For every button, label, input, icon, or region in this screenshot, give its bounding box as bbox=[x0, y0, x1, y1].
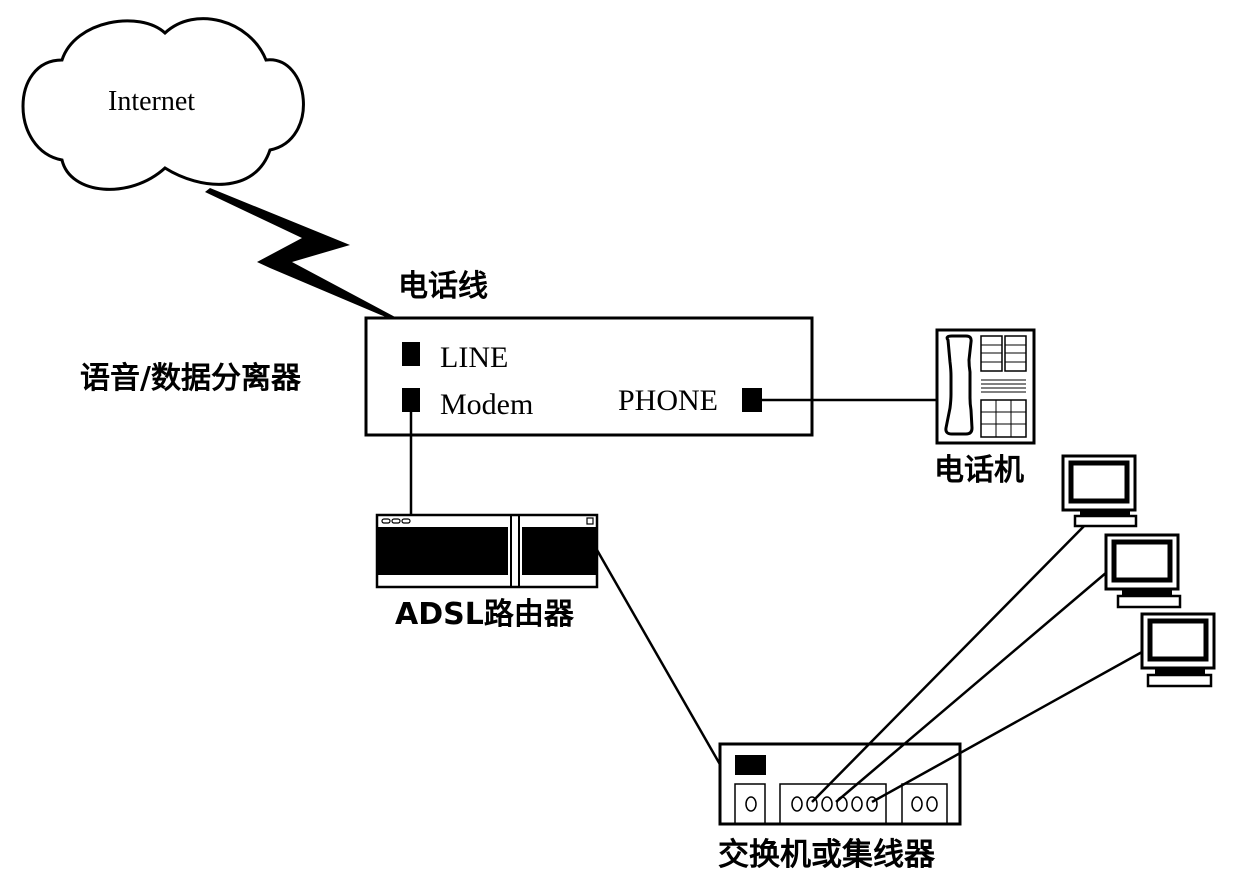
lan-cable-2 bbox=[835, 571, 1108, 803]
phone-port-icon bbox=[742, 388, 762, 412]
line-port-icon bbox=[402, 342, 420, 366]
lan-cable-1 bbox=[811, 517, 1093, 803]
internet-cloud-icon bbox=[21, 17, 305, 191]
modem-port-label: Modem bbox=[440, 388, 534, 421]
computer-icon bbox=[1104, 533, 1182, 609]
modem-port-icon bbox=[402, 388, 420, 412]
lightning-link-icon bbox=[205, 188, 397, 318]
router-icon bbox=[375, 513, 599, 589]
internet-label: Internet bbox=[108, 86, 196, 117]
phone-line-label: 电话线 bbox=[398, 269, 488, 304]
splitter-box bbox=[364, 316, 814, 437]
splitter-label: 语音/数据分离器 bbox=[80, 361, 301, 396]
router-label: ADSL路由器 bbox=[395, 597, 574, 632]
telephone-icon bbox=[935, 328, 1036, 445]
switch-icon bbox=[718, 742, 962, 826]
computer-icon bbox=[1140, 612, 1216, 688]
telephone-label: 电话机 bbox=[934, 453, 1024, 488]
switch-label: 交换机或集线器 bbox=[718, 837, 935, 873]
line-port-label: LINE bbox=[440, 341, 509, 374]
computer-icon bbox=[1061, 454, 1138, 528]
lan-cable-3 bbox=[871, 650, 1143, 804]
phone-port-label: PHONE bbox=[618, 384, 719, 417]
